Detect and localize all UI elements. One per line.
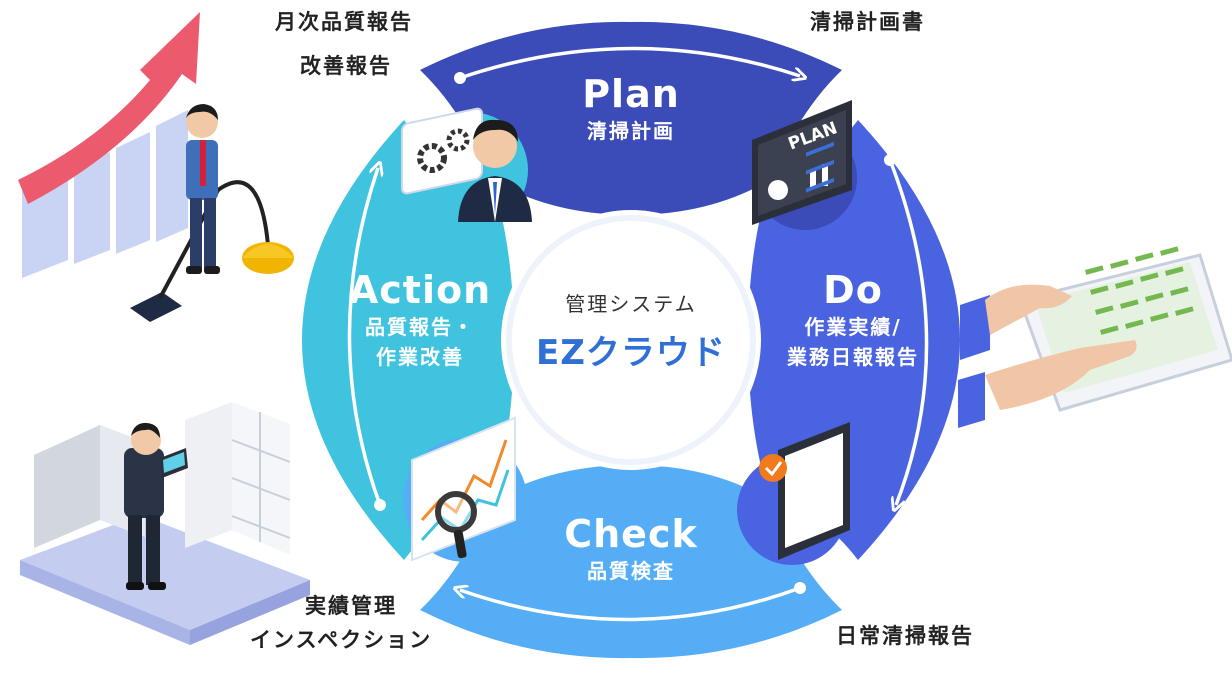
plan-title: Plan	[582, 72, 680, 116]
center-label: 管理システム EZクラウド	[516, 240, 746, 440]
check-phase-label: Check 品質検査	[531, 512, 731, 586]
check-arrow	[460, 588, 801, 622]
plan-subtitle: 清掃計画	[587, 119, 675, 143]
action-arrow	[347, 168, 380, 506]
check-title: Check	[564, 512, 698, 556]
action-subtitle-line2: 作業改善	[376, 345, 464, 369]
center-title: EZクラウド	[536, 333, 726, 373]
clipboard-checklist-icon	[737, 141, 850, 565]
check-subtitle: 品質検査	[587, 559, 675, 583]
worker-with-tablet-illustration	[124, 422, 188, 590]
do-subtitle-line2: 業務日報報告	[787, 345, 919, 369]
action-phase-label: Action 品質報告・ 作業改善	[330, 268, 510, 372]
do-phase-label: Do 作業実績/ 業務日報報告	[768, 268, 938, 372]
plan-phase-label: Plan 清掃計画	[531, 72, 731, 146]
plan-arrow	[459, 46, 800, 78]
storage-room-illustration	[20, 402, 310, 645]
label-daily-cleaning-report: 日常清掃報告	[836, 624, 974, 648]
label-monthly-quality-report: 月次品質報告	[275, 10, 413, 34]
businessman-icon	[458, 119, 532, 222]
label-performance-management: 実績管理	[305, 594, 397, 618]
growth-chart-illustration	[18, 12, 200, 278]
chart-magnifier-icon	[403, 416, 527, 562]
do-subtitle-line1: 作業実績/	[804, 315, 902, 339]
do-title: Do	[823, 268, 883, 312]
cleaner-with-vacuum-illustration	[130, 104, 294, 322]
label-inspection: インスペクション	[250, 628, 433, 652]
label-improvement-report: 改善報告	[300, 54, 392, 78]
label-cleaning-plan-document: 清掃計画書	[810, 10, 925, 34]
action-subtitle-line1: 品質報告・	[365, 315, 475, 339]
center-subtitle: 管理システム	[565, 292, 697, 316]
plan-board-icon: PLAN	[752, 100, 857, 230]
hands-tablet-illustration	[958, 246, 1232, 428]
do-arrow	[888, 159, 929, 505]
action-title: Action	[348, 268, 492, 312]
